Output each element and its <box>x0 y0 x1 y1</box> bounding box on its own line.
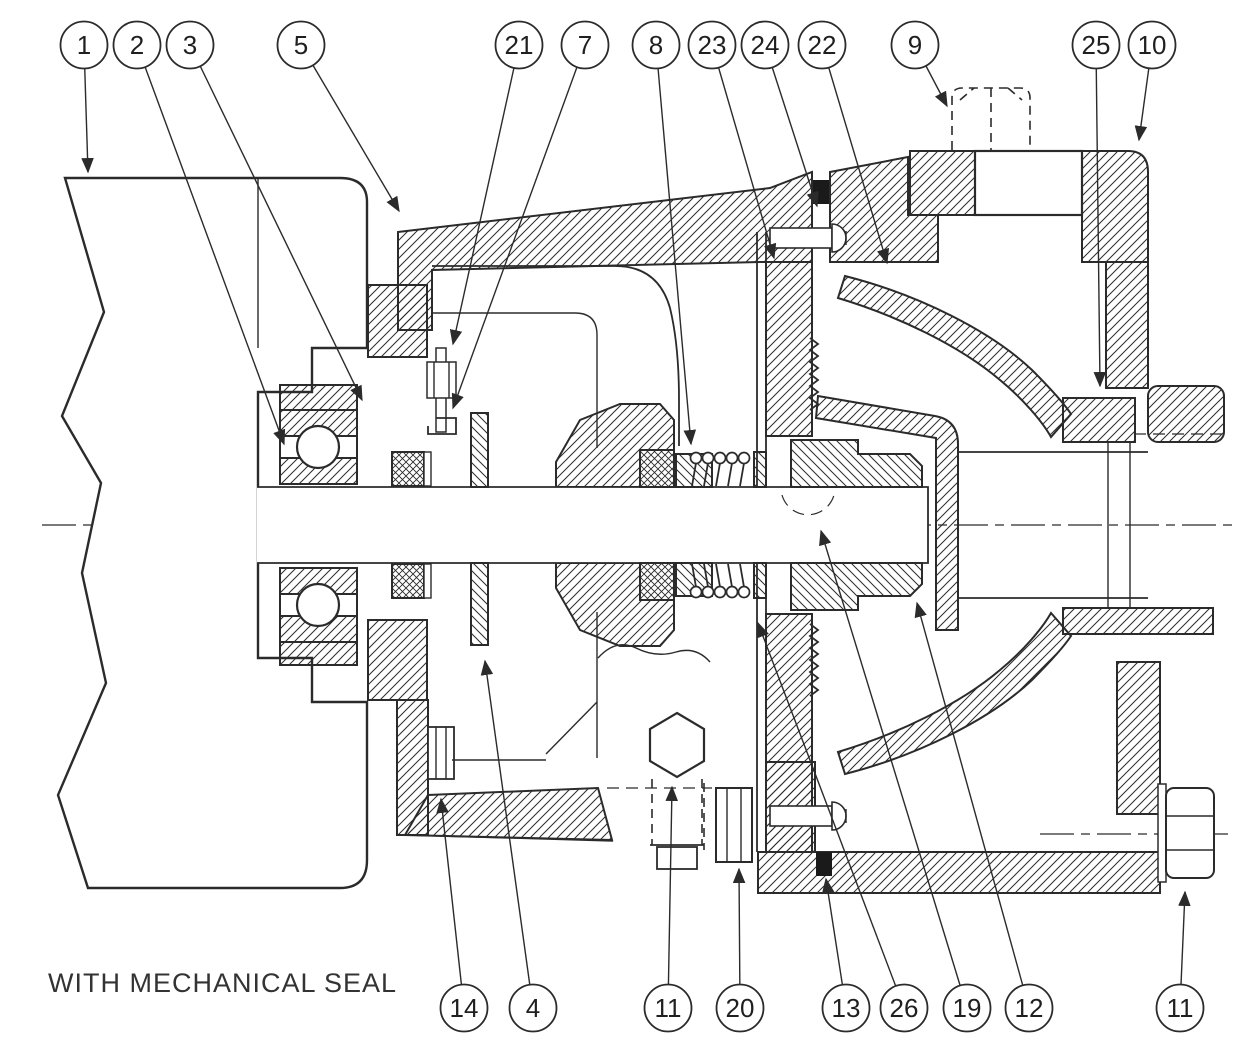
gasket-square-bottom <box>816 852 832 876</box>
balloon-20-label: 20 <box>726 993 755 1023</box>
balloon-11-left: 11 <box>643 983 693 1033</box>
ball-bearing-upper <box>279 409 358 485</box>
casing-lower-right-wall <box>1116 661 1161 815</box>
motor-flange-lower <box>367 619 428 701</box>
balloon-5: 5 <box>276 20 326 70</box>
hub-threads-upper <box>808 337 820 411</box>
clamp-screw-head <box>426 361 457 399</box>
balloon-3: 3 <box>165 20 215 70</box>
shaft <box>257 486 929 564</box>
balloon-19-label: 19 <box>953 993 982 1023</box>
seal-spring-upper <box>689 451 751 487</box>
balloon-7: 7 <box>560 20 610 70</box>
casing-wear-ring <box>1062 397 1136 443</box>
balloon-4: 4 <box>508 983 558 1033</box>
impeller-hub-lower <box>790 562 923 611</box>
impeller-hub-upper <box>790 439 923 488</box>
balloon-8-label: 8 <box>649 30 663 60</box>
mounting-bolt-dashed <box>951 87 1031 150</box>
leader-lines <box>81 44 1191 1009</box>
balloon-2-label: 2 <box>130 30 144 60</box>
balloon-13: 13 <box>821 983 871 1033</box>
hidden-drive-detail <box>781 494 835 516</box>
mechanical-seal-lower <box>639 562 767 601</box>
balloon-21-label: 21 <box>505 30 534 60</box>
suction-flange-nut <box>1157 783 1215 883</box>
bearing-seals <box>391 451 432 599</box>
impeller-hub <box>790 439 923 611</box>
balloon-14-label: 14 <box>450 993 479 1023</box>
hub-threads-lower <box>808 623 820 697</box>
balloon-22-label: 22 <box>808 30 837 60</box>
mechanical-seal-upper <box>639 449 767 488</box>
balloon-24-label: 24 <box>751 30 780 60</box>
discharge-port-bore <box>973 149 1084 217</box>
volute-wall-lower <box>836 611 1073 776</box>
bearing-ball-upper <box>295 424 341 470</box>
slinger-clamp <box>426 347 457 435</box>
drain-plug <box>648 711 706 870</box>
balloon-11-right: 11 <box>1155 983 1205 1033</box>
balloon-10-label: 10 <box>1138 30 1167 60</box>
bracket-bolt-head <box>427 726 455 780</box>
balloon-23: 23 <box>687 20 737 70</box>
bracket-adapter <box>396 170 813 852</box>
balloon-11-left-label: 11 <box>655 993 682 1023</box>
balloon-12-label: 12 <box>1015 993 1044 1023</box>
deflector-disc <box>470 412 489 646</box>
balloon-25: 25 <box>1071 20 1121 70</box>
ball-bearing-lower <box>279 567 358 643</box>
volute-tongue-wall <box>814 394 959 631</box>
balloon-22: 22 <box>797 20 847 70</box>
balloon-1: 1 <box>59 20 109 70</box>
seal-spring-lower <box>689 563 751 599</box>
balloon-7-label: 7 <box>578 30 592 60</box>
balloon-14: 14 <box>439 983 489 1033</box>
casing-cap-screw-top <box>769 223 847 253</box>
bearing-ball-lower <box>295 582 341 628</box>
balloon-10: 10 <box>1127 20 1177 70</box>
balloon-24: 24 <box>740 20 790 70</box>
balloon-3-label: 3 <box>183 30 197 60</box>
balloon-11-right-label: 11 <box>1167 993 1194 1023</box>
balloon-8: 8 <box>631 20 681 70</box>
bracket-foot <box>403 786 614 842</box>
suction-flange <box>1147 385 1225 443</box>
casing-cap-screw-bottom <box>769 801 847 831</box>
balloon-2: 2 <box>112 20 162 70</box>
balloon-26-label: 26 <box>890 993 919 1023</box>
bracket-top-beam <box>397 170 813 331</box>
balloon-21: 21 <box>494 20 544 70</box>
motor-break <box>56 176 428 890</box>
balloon-19: 19 <box>942 983 992 1033</box>
balloon-13-label: 13 <box>832 993 861 1023</box>
balloon-4-label: 4 <box>526 993 540 1023</box>
balloon-1-label: 1 <box>77 30 91 60</box>
casing-stud-nut <box>703 783 753 863</box>
casing-right-wall <box>1105 261 1149 389</box>
balloon-9-label: 9 <box>908 30 922 60</box>
balloon-25-label: 25 <box>1082 30 1111 60</box>
volute-wall-upper <box>836 274 1073 439</box>
balloon-26: 26 <box>879 983 929 1033</box>
balloon-12: 12 <box>1004 983 1054 1033</box>
balloon-20: 20 <box>715 983 765 1033</box>
balloon-23-label: 23 <box>698 30 727 60</box>
balloon-9: 9 <box>890 20 940 70</box>
drawing-caption: WITH MECHANICAL SEAL <box>48 968 397 998</box>
balloon-callouts: 1 2 3 5 21 7 8 23 24 22 9 25 10 14 4 11 … <box>59 20 1205 1033</box>
balloon-5-label: 5 <box>294 30 308 60</box>
suction-bore-lower-wall <box>1062 607 1214 635</box>
